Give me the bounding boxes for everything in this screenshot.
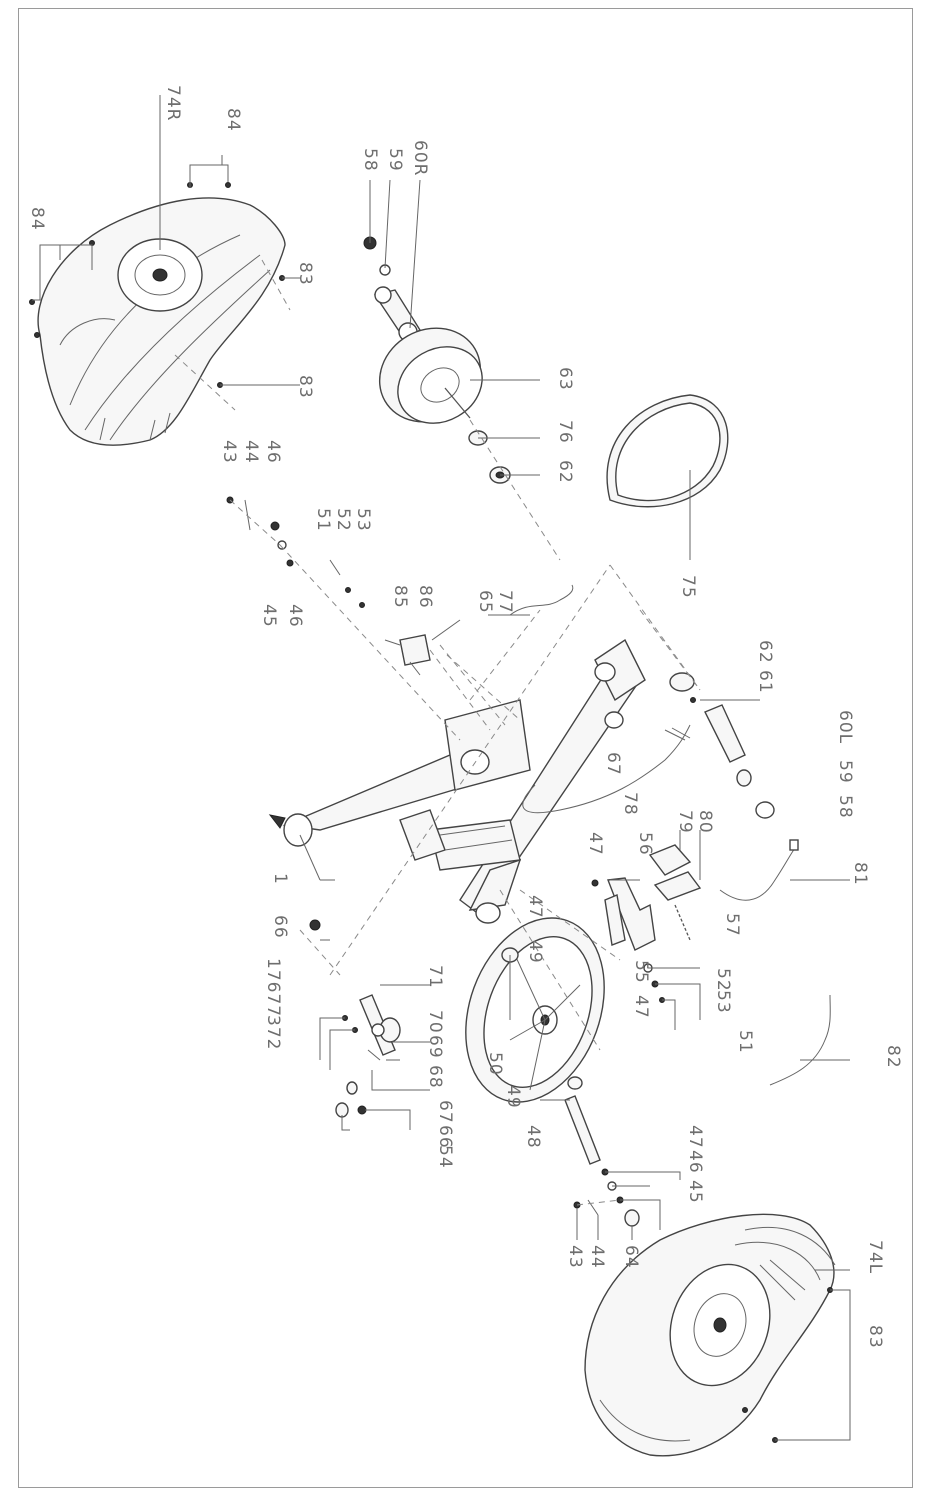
main-frame-1	[268, 638, 646, 924]
label-48: 48	[523, 1125, 543, 1149]
label-58-right: 58	[835, 795, 855, 819]
sensor-bracket-85-86	[384, 619, 521, 731]
label-51-lower: 51	[735, 1030, 755, 1054]
label-71: 71	[425, 965, 445, 989]
label-62-top: 62	[555, 460, 575, 484]
crank-arm-60R	[363, 179, 421, 342]
cable-81-plug	[789, 839, 799, 851]
label-66-top: 66	[270, 915, 290, 939]
label-50: 50	[485, 1052, 505, 1076]
label-81: 81	[850, 862, 870, 886]
label-76: 76	[555, 420, 575, 444]
label-83-a: 83	[295, 262, 315, 286]
label-49-lower: 49	[503, 1085, 523, 1109]
label-70: 70	[425, 1010, 445, 1034]
left-shroud-74L	[584, 1213, 836, 1457]
label-78: 78	[620, 792, 640, 816]
flywheel-50	[465, 917, 605, 1103]
magnets-79-80	[648, 830, 702, 901]
label-57: 57	[722, 913, 742, 937]
label-69: 69	[425, 1035, 445, 1059]
label-53-lower: 53	[713, 990, 733, 1014]
label-74L: 74L	[865, 1240, 885, 1274]
pulley-63	[378, 327, 540, 424]
label-59-top: 59	[385, 148, 405, 172]
seat-clamp-assembly	[319, 984, 430, 1131]
label-47-flywheel: 47	[525, 895, 545, 919]
label-67-center: 67	[603, 752, 623, 776]
label-85: 85	[390, 585, 410, 609]
label-49-top: 49	[525, 940, 545, 964]
label-75: 75	[678, 575, 698, 599]
label-58-top: 58	[360, 148, 380, 172]
right-shroud-74R	[37, 197, 286, 446]
label-52-top: 52	[333, 508, 353, 532]
fasteners-51-53-bottom	[643, 963, 701, 1030]
label-84-top: 84	[223, 108, 243, 132]
label-47-axle: 47	[685, 1125, 705, 1149]
axle-48	[540, 1095, 681, 1230]
label-59-right: 59	[835, 760, 855, 784]
wire-harness-78	[522, 724, 691, 814]
label-46-axle: 46	[685, 1150, 705, 1174]
label-66-lower: 66	[435, 1125, 455, 1149]
label-45-top: 45	[259, 604, 279, 628]
part-labels: 74R 84 84 83 83 58 59 60R 63 76 62 75 43…	[27, 85, 903, 1349]
label-55: 55	[631, 960, 651, 984]
label-46-top: 46	[263, 440, 283, 464]
label-83-lower: 83	[865, 1325, 885, 1349]
label-86: 86	[415, 585, 435, 609]
drawing-border	[18, 8, 913, 1488]
label-43-lower: 43	[565, 1245, 585, 1269]
label-64: 64	[621, 1245, 641, 1269]
label-84-left: 84	[27, 207, 47, 231]
screws-84	[29, 155, 231, 338]
label-47-lower: 47	[631, 995, 651, 1019]
fasteners-51-53-top	[329, 559, 365, 608]
label-45-axle: 45	[685, 1180, 705, 1204]
fasteners-43-44-64-bottom	[573, 1199, 633, 1240]
construction-lines	[299, 564, 701, 1051]
label-51-top: 51	[313, 508, 333, 532]
label-63: 63	[555, 367, 575, 391]
label-43-top: 43	[219, 440, 239, 464]
screws-83-right	[174, 259, 300, 411]
label-62-right: 62	[755, 640, 775, 664]
label-52-lower: 52	[713, 968, 733, 992]
tension-arm-55-57	[591, 877, 691, 951]
screws-83-left	[772, 1269, 851, 1443]
cable-81	[719, 847, 796, 901]
label-44-top: 44	[241, 440, 261, 464]
cable-82	[769, 994, 831, 1086]
label-53-top: 53	[353, 508, 373, 532]
label-60L: 60L	[835, 710, 855, 744]
fasteners-43-46-top	[226, 496, 461, 741]
label-79: 79	[675, 810, 695, 834]
label-44-lower: 44	[587, 1245, 607, 1269]
crank-arm-60L	[639, 609, 775, 819]
label-68: 68	[425, 1065, 445, 1089]
label-56-mid: 56	[635, 832, 655, 856]
label-60R: 60R	[410, 140, 430, 176]
label-80: 80	[695, 810, 715, 834]
label-74R: 74R	[163, 85, 183, 121]
label-54: 54	[435, 1145, 455, 1169]
nut-66	[309, 919, 321, 931]
label-372: 372	[263, 1015, 283, 1050]
label-77: 77	[495, 590, 515, 614]
label-1: 1	[270, 873, 290, 885]
belt-75	[606, 394, 729, 560]
label-83-b: 83	[295, 375, 315, 399]
label-82: 82	[883, 1045, 903, 1069]
label-61: 61	[755, 670, 775, 694]
label-67-lower: 67	[435, 1100, 455, 1124]
sensor-65-77	[469, 584, 574, 701]
label-46-mid: 46	[285, 604, 305, 628]
bearings-76-62	[468, 419, 561, 561]
label-47-mid: 47	[585, 832, 605, 856]
label-65: 65	[475, 590, 495, 614]
label-17677-72: 17677	[263, 958, 283, 1017]
